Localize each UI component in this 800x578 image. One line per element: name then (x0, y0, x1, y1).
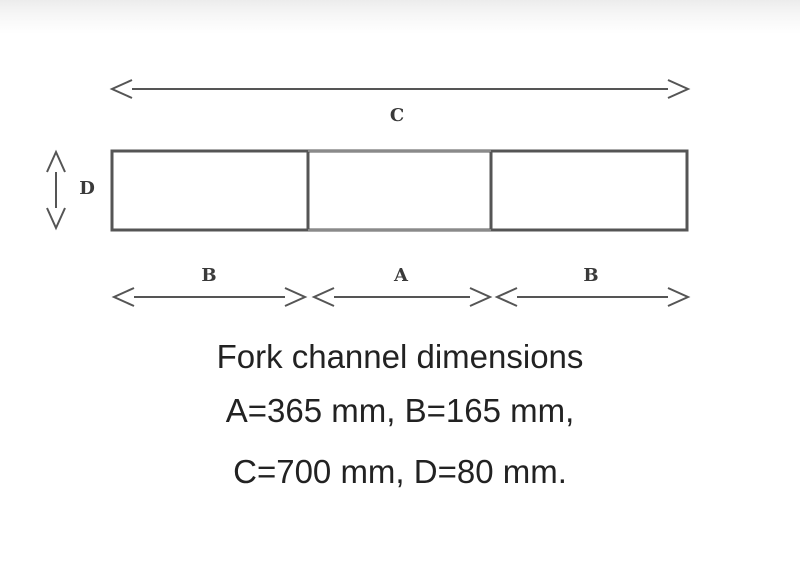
dimension-d-arrow (46, 149, 66, 231)
dimension-b-left-arrow (111, 287, 308, 307)
caption-dimensions-line-2: C=700 mm, D=80 mm. (233, 453, 567, 490)
dimension-c-label: C (390, 105, 404, 126)
caption-dimensions-line-1: A=365 mm, B=165 mm, (225, 392, 575, 429)
dimension-b-left-label: B (201, 265, 216, 286)
dimension-b-right-label: B (583, 265, 598, 286)
dimension-a-arrow (311, 287, 493, 307)
fork-channel-body (110, 149, 689, 232)
dimension-b-right-arrow (494, 287, 691, 307)
dimension-c-arrow (109, 79, 691, 99)
dimension-d-label: D (79, 178, 95, 199)
dimension-a-label: A (393, 265, 409, 286)
caption-title: Fork channel dimensions (216, 338, 584, 375)
